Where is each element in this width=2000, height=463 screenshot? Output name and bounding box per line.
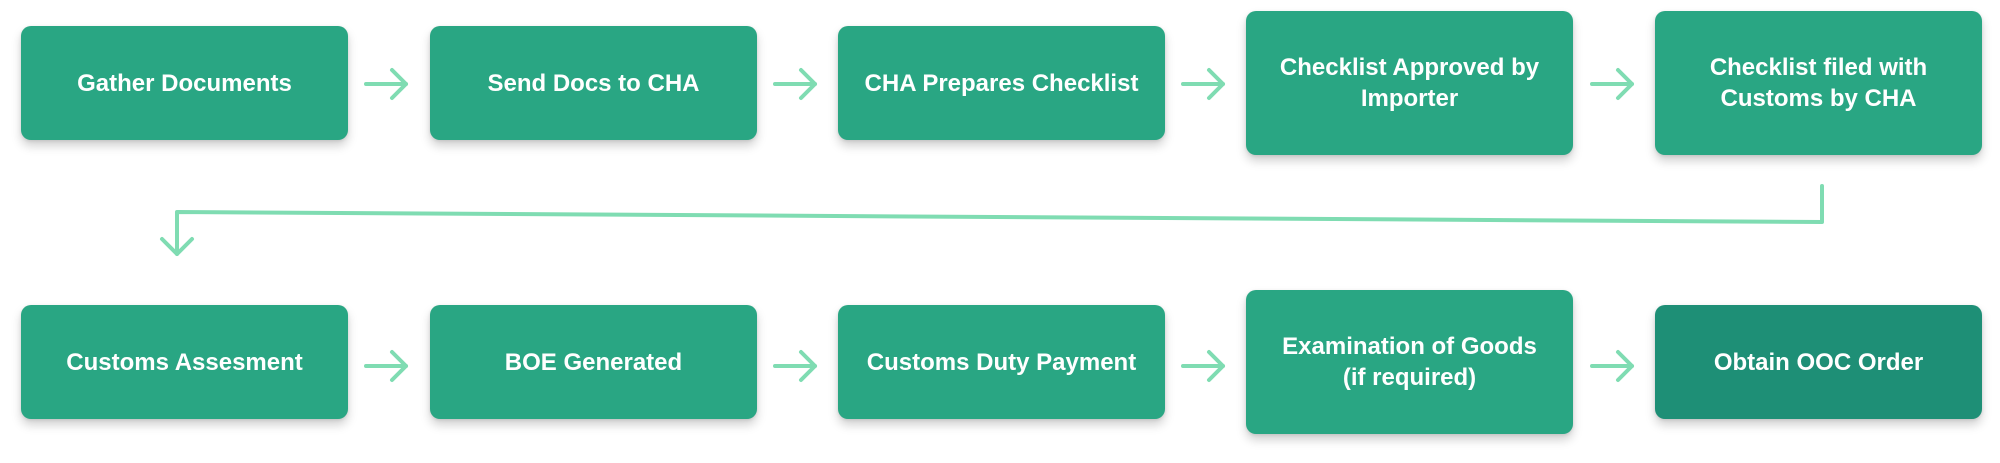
arrow-8-9 bbox=[1181, 350, 1225, 382]
step-label: Checklist Approved by Importer bbox=[1279, 54, 1540, 112]
arrow-2-3 bbox=[773, 68, 817, 100]
step-label: Customs Assesment bbox=[66, 348, 303, 376]
step-send-docs-to-cha: Send Docs to CHA bbox=[430, 26, 757, 140]
step-cha-prepares-checklist: CHA Prepares Checklist bbox=[838, 26, 1165, 140]
step-customs-duty-payment: Customs Duty Payment bbox=[838, 305, 1165, 419]
step-label: CHA Prepares Checklist bbox=[864, 69, 1139, 97]
step-gather-documents: Gather Documents bbox=[21, 26, 348, 140]
step-obtain-ooc-order: Obtain OOC Order bbox=[1655, 305, 1982, 419]
arrow-7-8 bbox=[773, 350, 817, 382]
arrow-6-7 bbox=[364, 350, 408, 382]
arrow-row-wrap bbox=[160, 184, 1824, 256]
step-label: Examination of Goods (if required) bbox=[1282, 333, 1537, 391]
step-label: Send Docs to CHA bbox=[487, 69, 700, 97]
step-examination-of-goods: Examination of Goods (if required) bbox=[1246, 290, 1573, 434]
step-label: Obtain OOC Order bbox=[1713, 348, 1924, 376]
arrow-9-10 bbox=[1590, 350, 1634, 382]
step-customs-assessment: Customs Assesment bbox=[21, 305, 348, 419]
step-label: Gather Documents bbox=[77, 69, 292, 97]
arrow-4-5 bbox=[1590, 68, 1634, 100]
step-checklist-approved: Checklist Approved by Importer bbox=[1246, 11, 1573, 155]
step-boe-generated: BOE Generated bbox=[430, 305, 757, 419]
step-label: Customs Duty Payment bbox=[866, 348, 1137, 376]
step-label: Checklist filed with Customs by CHA bbox=[1709, 54, 1928, 112]
step-checklist-filed: Checklist filed with Customs by CHA bbox=[1655, 11, 1982, 155]
arrow-1-2 bbox=[364, 68, 408, 100]
step-label: BOE Generated bbox=[504, 348, 683, 376]
arrow-3-4 bbox=[1181, 68, 1225, 100]
